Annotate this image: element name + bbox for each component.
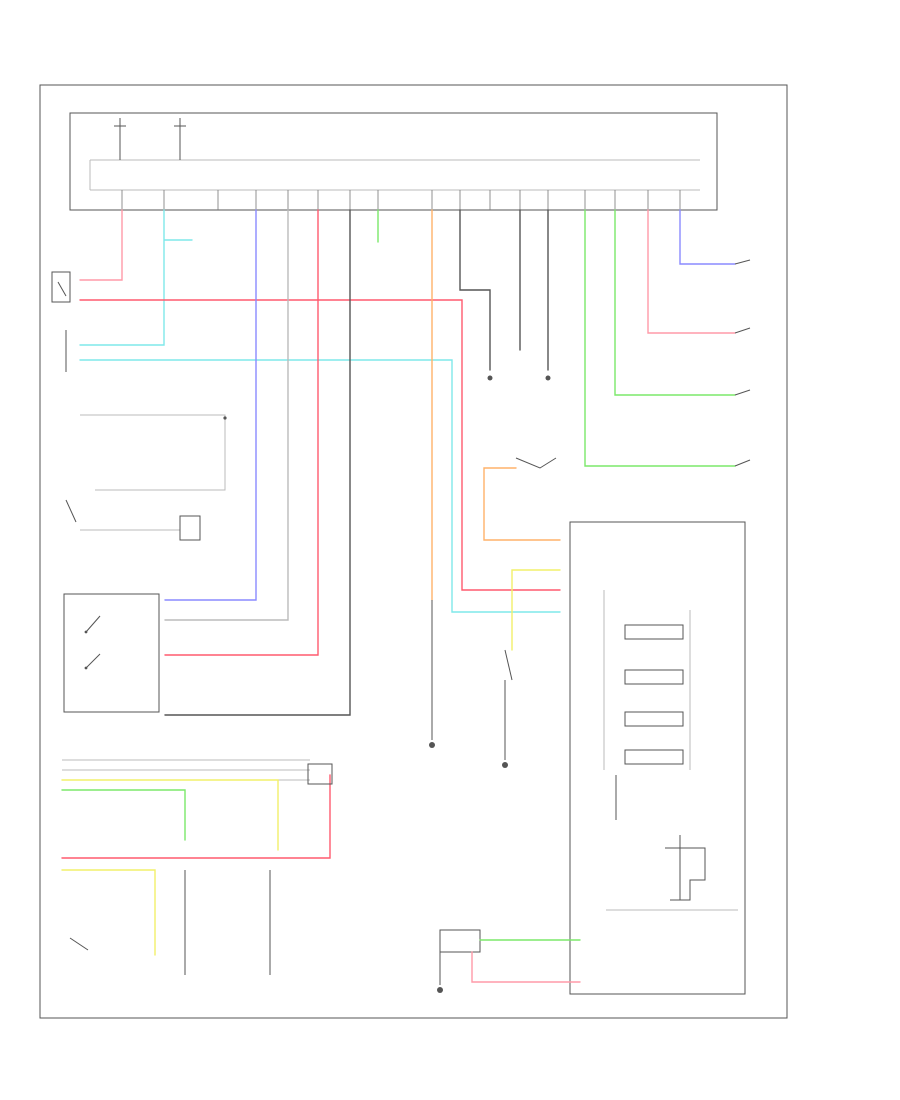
wire-blue-2 (679, 209, 736, 265)
top-fuse-right (174, 118, 186, 160)
wire-cyan-2 (79, 359, 561, 613)
wire-green-3 (614, 209, 736, 396)
wire-red-2 (164, 209, 319, 656)
wire-dark-1 (164, 209, 351, 716)
top-fuse-left (114, 118, 126, 160)
left-switch-top (51, 271, 71, 303)
control-unit-pins (121, 190, 681, 210)
wire-green-2 (584, 209, 736, 467)
wire-red-main (79, 299, 561, 591)
wire-blue-1 (164, 209, 257, 601)
control-unit-box (69, 112, 718, 211)
right-module (569, 521, 746, 995)
wire-gray-1 (164, 209, 289, 621)
center-chain (429, 375, 561, 768)
wire-pink-1 (79, 209, 123, 281)
bottom-right-module (437, 929, 581, 993)
wire-dark-2 (459, 209, 491, 371)
gray-circuit-middle (65, 414, 227, 541)
multi-switch-box (63, 593, 160, 713)
diagram-frame (39, 84, 788, 1019)
orange-loop (483, 457, 561, 541)
right-side-switches (734, 259, 751, 467)
bottom-left-module (61, 759, 333, 975)
wire-cyan-1 (79, 209, 193, 346)
wire-pink-2 (647, 209, 736, 334)
